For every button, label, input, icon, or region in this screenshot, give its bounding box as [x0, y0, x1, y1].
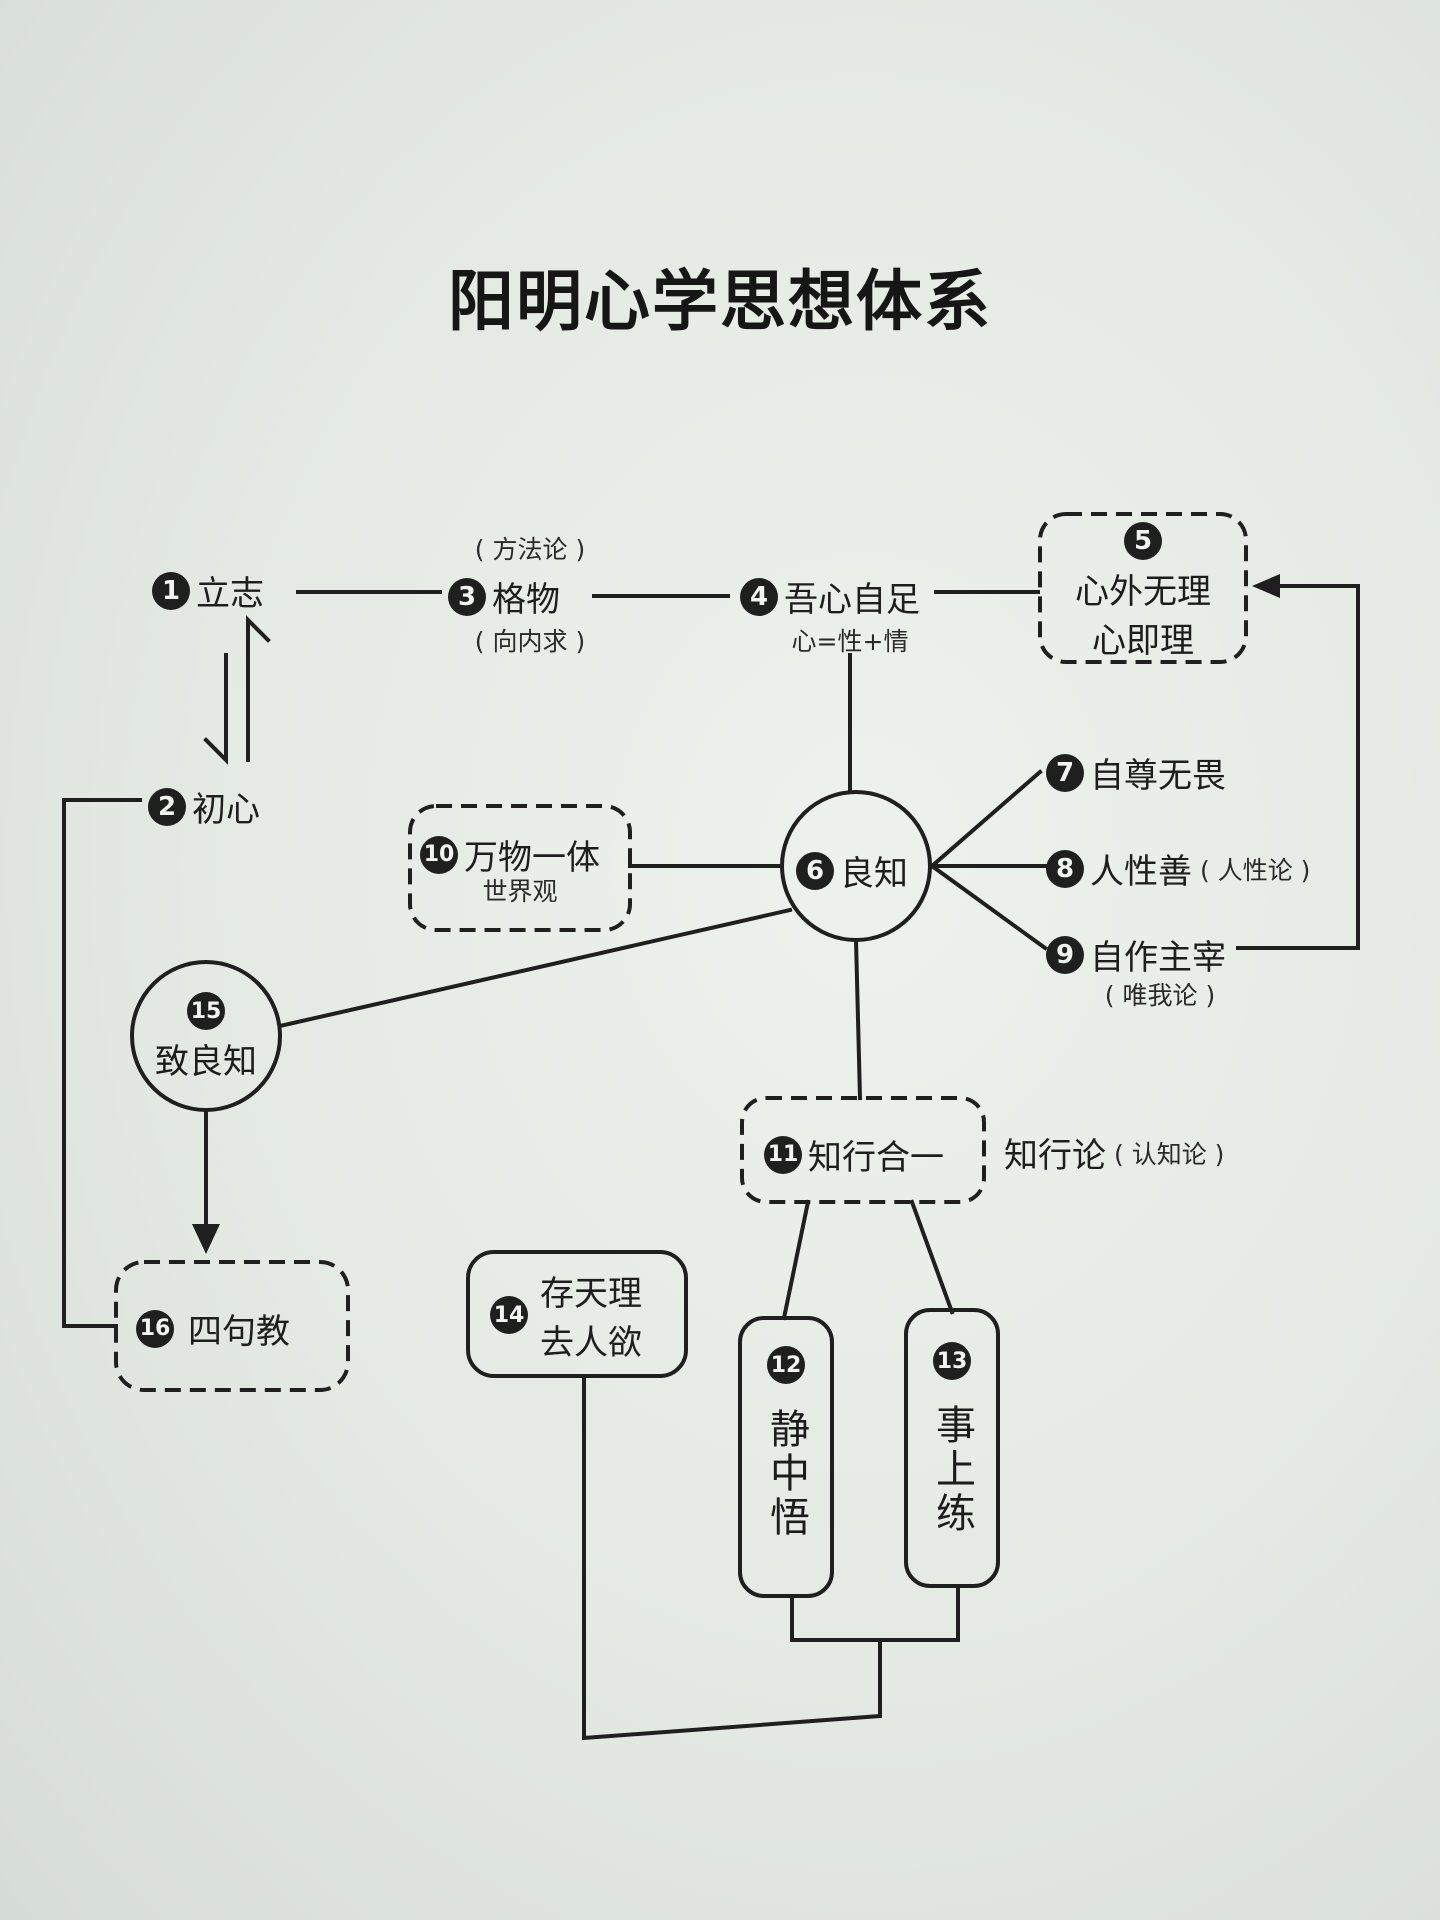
node-11: 11 知行合一	[764, 1130, 944, 1179]
node-4: 4 吾心自足	[740, 572, 920, 621]
edge-11-13	[909, 1199, 955, 1315]
edge-15-16-arrowhead	[192, 1224, 220, 1254]
edge-9-5	[1236, 584, 1360, 950]
node-15-circle	[130, 960, 282, 1112]
node-8-number: 8	[1046, 849, 1084, 888]
node-1-number: 1	[152, 571, 190, 610]
node-2-number: 2	[148, 787, 186, 826]
node-9-note: ( 唯我论 )	[1104, 981, 1216, 1010]
node-11-label: 知行合一	[808, 1138, 944, 1178]
node-1: 1 立志	[152, 566, 264, 615]
node-16-number: 16	[136, 1309, 174, 1348]
node-15-label: 致良知	[155, 1042, 257, 1082]
node-15-number: 15	[187, 992, 225, 1030]
node-12: 12 静中悟	[740, 1346, 832, 1540]
edge-2-16	[62, 798, 142, 1328]
node-12-number: 12	[767, 1346, 805, 1384]
node-8: 8 人性善 ( 人性论 )	[1046, 844, 1310, 893]
edge-15-6	[277, 907, 793, 1029]
node-3-below-note: ( 向内求 )	[474, 627, 586, 656]
node-10: 10 万物一体	[420, 830, 600, 879]
node-6-number: 6	[796, 851, 834, 890]
node-9: 9 自作主宰	[1046, 930, 1226, 979]
edge-12-13-join	[790, 1584, 960, 1642]
node-2: 2 初心	[148, 782, 260, 831]
node-14-line2: 去人欲	[540, 1323, 642, 1363]
node-16-box	[114, 1260, 350, 1392]
node-3-label: 格物	[492, 580, 560, 620]
node-7-label: 自尊无畏	[1090, 756, 1226, 796]
node-4-formula: 心=性+情	[791, 627, 909, 656]
node-5: 5 心外无理 心即理	[1040, 522, 1246, 662]
edge-6-11	[853, 937, 863, 1101]
node-5-number: 5	[1124, 522, 1162, 560]
node-1-label: 立志	[196, 574, 264, 614]
node-14-box	[466, 1250, 688, 1378]
node-12-label: 静中悟	[763, 1408, 809, 1540]
node-11-side: 知行论 ( 认知论 )	[1004, 1128, 1224, 1177]
node-10-sub: 世界观	[482, 877, 558, 906]
node-7-number: 7	[1046, 753, 1084, 792]
node-14-line1: 存天理	[540, 1274, 642, 1314]
node-3-number: 3	[448, 577, 486, 616]
node-10-box	[408, 804, 632, 932]
node-13-box	[904, 1308, 1000, 1588]
node-6: 6 良知	[796, 846, 908, 895]
node-10-label: 万物一体	[464, 838, 600, 878]
node-13-number: 13	[933, 1342, 971, 1380]
edge-1-to-2-arrow	[203, 653, 228, 765]
edge-9-5-arrowhead	[1252, 574, 1280, 598]
edge-2-to-1-arrow	[246, 615, 271, 762]
node-5-line1: 心外无理	[1075, 572, 1211, 612]
node-7: 7 自尊无畏	[1046, 748, 1226, 797]
node-10-number: 10	[420, 835, 458, 874]
page-title: 阳明心学思想体系	[448, 263, 992, 340]
node-12-box	[738, 1316, 834, 1598]
node-14-number: 14	[490, 1296, 528, 1334]
node-4-number: 4	[740, 577, 778, 616]
node-9-number: 9	[1046, 935, 1084, 974]
node-2-label: 初心	[192, 790, 260, 830]
edge-6-7	[929, 769, 1043, 869]
node-8-label: 人性善	[1090, 852, 1192, 892]
node-13: 13 事上练	[906, 1342, 998, 1536]
edge-6-9	[929, 863, 1048, 951]
node-3: 3 格物	[448, 572, 560, 621]
node-11-side-note: ( 认知论 )	[1114, 1139, 1225, 1169]
node-5-box	[1038, 512, 1248, 664]
node-4-label: 吾心自足	[784, 580, 920, 620]
edge-11-12	[781, 1199, 811, 1321]
node-8-note: ( 人性论 )	[1200, 855, 1311, 885]
node-6-label: 良知	[840, 854, 908, 894]
node-11-box	[740, 1096, 986, 1204]
node-13-label: 事上练	[929, 1404, 975, 1536]
node-16: 16 四句教	[136, 1304, 290, 1353]
node-15: 15 致良知	[132, 992, 280, 1083]
node-11-side-label: 知行论	[1004, 1136, 1106, 1176]
node-11-number: 11	[764, 1135, 802, 1174]
node-6-circle	[780, 790, 932, 942]
node-3-above-note: ( 方法论 )	[474, 535, 586, 564]
node-5-line2: 心即理	[1092, 621, 1194, 661]
node-16-label: 四句教	[188, 1312, 290, 1352]
edge-join-14	[582, 1374, 882, 1741]
node-9-label: 自作主宰	[1090, 938, 1226, 978]
node-14: 14 存天理 去人欲	[490, 1266, 642, 1364]
